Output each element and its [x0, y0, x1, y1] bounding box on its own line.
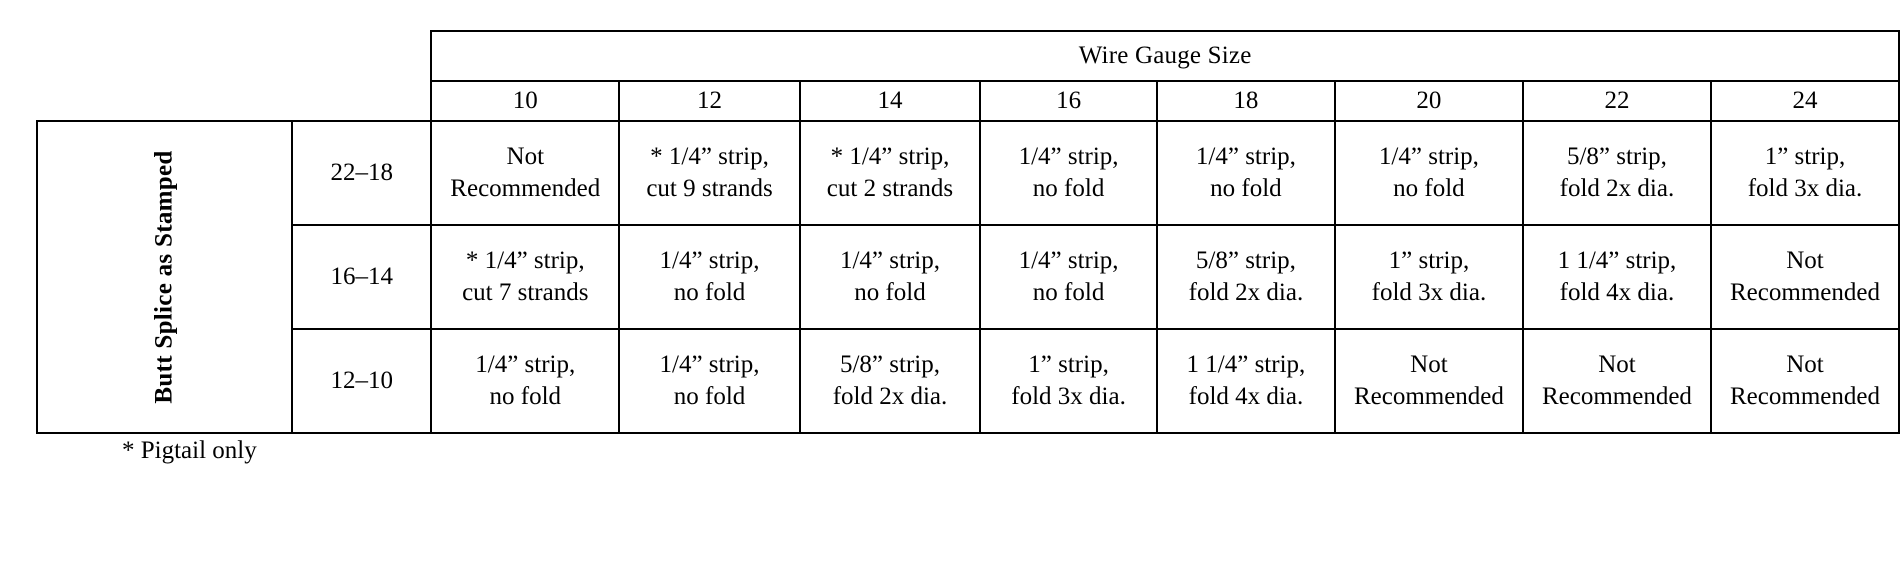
cell-line-2: fold 2x dia. — [1188, 279, 1304, 306]
table-row: 16–14 * 1/4” strip, cut 7 strands 1/4” s… — [37, 224, 1900, 330]
cell-r0-c20: 1/4” strip, no fold — [1333, 120, 1524, 226]
cell-r1-c18: 5/8” strip, fold 2x dia. — [1155, 224, 1336, 330]
cell-line-1: 5/8” strip, — [839, 351, 940, 378]
cell-line-2: fold 3x dia. — [1747, 175, 1863, 202]
cell-line-2: cut 7 strands — [462, 279, 589, 306]
cell-line-1: 1/4” strip, — [1018, 247, 1119, 274]
cell-line-1: 1/4” strip, — [475, 351, 576, 378]
cell-line-1: 1” strip, — [1388, 247, 1470, 274]
table-row: Butt Splice as Stamped 22–18 Not Recomme… — [35, 120, 1900, 434]
cell-r0-c12: * 1/4” strip, cut 9 strands — [618, 120, 801, 226]
cell-r0-c24: 1” strip, fold 3x dia. — [1709, 120, 1900, 226]
cell-r2-c20: Not Recommended — [1333, 328, 1524, 434]
column-header-14: 14 — [798, 80, 982, 122]
cell-line-2: no fold — [1210, 175, 1282, 202]
cell-line-2: no fold — [673, 383, 746, 410]
cell-line-1: 1” strip, — [1764, 143, 1846, 170]
cell-r2-c18: 1 1/4” strip, fold 4x dia. — [1155, 328, 1336, 434]
cell-line-2: Recommended — [1353, 383, 1504, 410]
column-header-22: 22 — [1521, 80, 1712, 122]
cell-line-2: cut 9 strands — [646, 175, 773, 202]
cell-r1-c22: 1 1/4” strip, fold 4x dia. — [1521, 224, 1712, 330]
wire-gauge-spec-table: Wire Gauge Size 10 12 14 16 18 20 22 24 … — [35, 30, 1900, 434]
cell-line-1: 5/8” strip, — [1195, 247, 1296, 274]
cell-line-1: 1/4” strip, — [839, 247, 940, 274]
row-label-22-18: 22–18 — [291, 120, 433, 226]
column-header-24: 24 — [1709, 80, 1900, 122]
cell-r2-c12: 1/4” strip, no fold — [618, 328, 801, 434]
column-header-10: 10 — [430, 80, 621, 122]
cell-r0-c14: * 1/4” strip, cut 2 strands — [798, 120, 982, 226]
cell-line-1: 1 1/4” strip, — [1557, 247, 1677, 274]
cell-line-2: fold 4x dia. — [1188, 383, 1304, 410]
cell-line-1: * 1/4” strip, — [465, 247, 585, 274]
cell-r1-c24: Not Recommended — [1709, 224, 1900, 330]
cell-r1-c20: 1” strip, fold 3x dia. — [1333, 224, 1524, 330]
cell-line-2: no fold — [489, 383, 562, 410]
cell-line-2: fold 2x dia. — [1559, 175, 1675, 202]
column-header-20: 20 — [1333, 80, 1524, 122]
column-header-18: 18 — [1155, 80, 1336, 122]
cell-r2-c16: 1” strip, fold 3x dia. — [979, 328, 1158, 434]
cell-r2-c24: Not Recommended — [1709, 328, 1900, 434]
cell-line-1: 1/4” strip, — [1018, 143, 1119, 170]
row-label-12-10: 12–10 — [291, 328, 433, 434]
cell-line-1: 1” strip, — [1028, 351, 1109, 378]
cell-line-2: Recommended — [450, 175, 601, 202]
cell-line-1: Not — [1410, 351, 1448, 378]
column-header-16: 16 — [979, 80, 1158, 122]
cell-r1-c14: 1/4” strip, no fold — [798, 224, 982, 330]
footnote-pigtail-only: * Pigtail only — [122, 437, 257, 464]
wire-gauge-size-header: Wire Gauge Size — [430, 30, 1900, 82]
table-column-header-row: 10 12 14 16 18 20 22 24 — [37, 80, 1900, 122]
column-header-12: 12 — [618, 80, 801, 122]
cell-line-2: cut 2 strands — [826, 175, 954, 202]
cell-line-1: 5/8” strip, — [1566, 143, 1667, 170]
cell-r0-c16: 1/4” strip, no fold — [979, 120, 1158, 226]
cell-line-1: * 1/4” strip, — [830, 143, 950, 170]
cell-line-2: Recommended — [1541, 383, 1692, 410]
cell-line-1: 1/4” strip, — [1195, 143, 1296, 170]
cell-line-1: * 1/4” strip, — [650, 143, 769, 170]
cell-line-1: 1/4” strip, — [659, 351, 760, 378]
cell-r2-c10: 1/4” strip, no fold — [430, 328, 621, 434]
cell-line-1: 1 1/4” strip, — [1186, 351, 1306, 378]
cell-r0-c10: Not Recommended — [430, 120, 621, 226]
row-group-label-butt-splice-as-stamped: Butt Splice as Stamped — [35, 120, 294, 434]
cell-r1-c10: * 1/4” strip, cut 7 strands — [430, 224, 621, 330]
row-label-16-14: 16–14 — [291, 224, 433, 330]
cell-r0-c18: 1/4” strip, no fold — [1155, 120, 1336, 226]
cell-line-2: Recommended — [1730, 383, 1880, 410]
cell-line-1: Not — [1598, 351, 1636, 378]
cell-line-1: 1/4” strip, — [659, 247, 760, 274]
cell-line-2: no fold — [1032, 175, 1105, 202]
cell-line-2: no fold — [1393, 175, 1465, 202]
cell-r0-c22: 5/8” strip, fold 2x dia. — [1521, 120, 1712, 226]
row-group-label-text: Butt Splice as Stamped — [150, 150, 178, 404]
cell-line-1: Not — [1786, 247, 1824, 274]
cell-line-2: fold 4x dia. — [1559, 279, 1675, 306]
corner-spacer-group — [37, 31, 293, 81]
cell-line-1: Not — [506, 143, 545, 170]
cell-r2-c14: 5/8” strip, fold 2x dia. — [798, 328, 982, 434]
corner-spacer-group-2 — [37, 81, 293, 121]
cell-line-2: no fold — [1032, 279, 1105, 306]
cell-line-2: fold 2x dia. — [832, 383, 948, 410]
cell-line-1: 1/4” strip, — [1378, 143, 1479, 170]
cell-r2-c22: Not Recommended — [1521, 328, 1712, 434]
cell-line-2: no fold — [673, 279, 746, 306]
table-super-header-row: Wire Gauge Size — [37, 30, 1900, 82]
corner-spacer-label — [292, 31, 432, 81]
corner-spacer-label-2 — [292, 81, 432, 121]
cell-line-2: fold 3x dia. — [1011, 383, 1126, 410]
cell-r1-c16: 1/4” strip, no fold — [979, 224, 1158, 330]
cell-line-2: fold 3x dia. — [1371, 279, 1487, 306]
table-row: 12–10 1/4” strip, no fold 1/4” strip, no… — [37, 328, 1900, 434]
cell-line-2: no fold — [854, 279, 926, 306]
cell-line-1: Not — [1786, 351, 1824, 378]
cell-line-2: Recommended — [1730, 279, 1880, 306]
cell-r1-c12: 1/4” strip, no fold — [618, 224, 801, 330]
